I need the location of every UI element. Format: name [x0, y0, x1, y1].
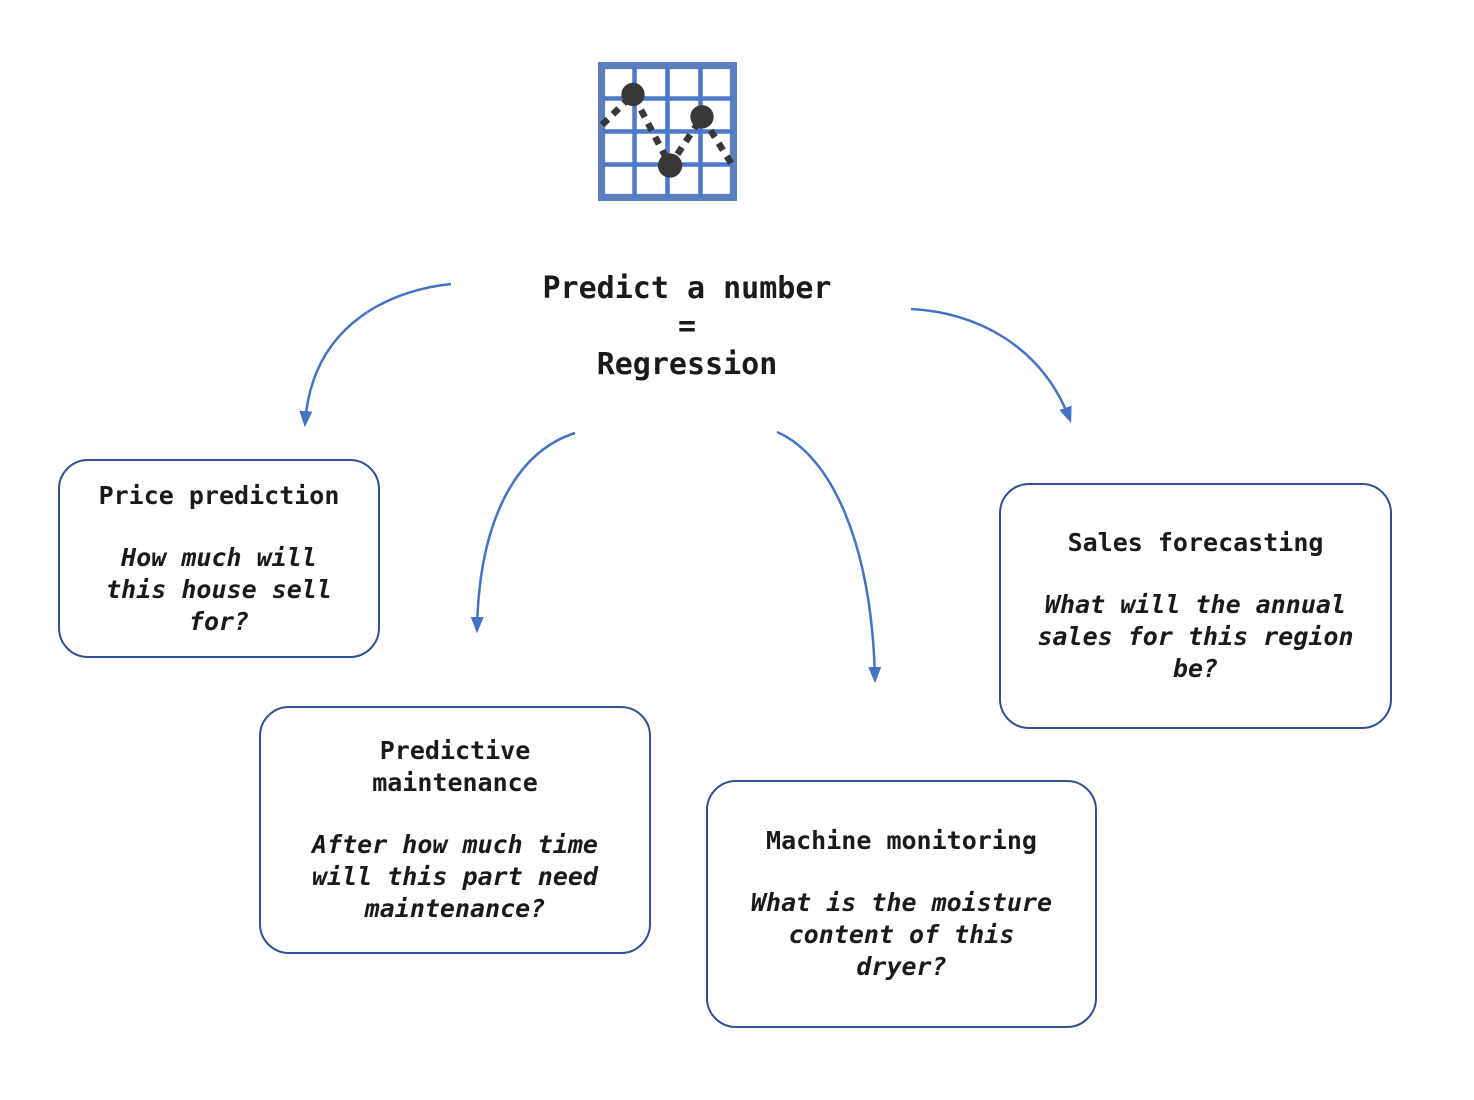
- node-sales-forecasting: Sales forecasting What will the annual s…: [999, 483, 1392, 729]
- node-predictive-maintenance: Predictive maintenance After how much ti…: [259, 706, 651, 954]
- line-chart-icon: [598, 62, 737, 201]
- arrow-to-sales-forecasting: [910, 307, 1072, 424]
- arrow-to-price-prediction: [299, 282, 452, 428]
- node-heading: Machine monitoring: [766, 826, 1037, 855]
- node-heading: Sales forecasting: [1067, 528, 1324, 557]
- node-question: What is the moisture content of this dry…: [750, 888, 1053, 981]
- node-question: How much will this house sell for?: [106, 542, 332, 636]
- node-question: After how much time will this part need …: [312, 830, 598, 923]
- diagram-title: Predict a number = Regression: [542, 271, 832, 382]
- node-question: What will the annual sales for this regi…: [1037, 590, 1354, 683]
- arrow-to-machine-monitoring: [776, 430, 882, 684]
- node-heading: Price prediction: [98, 480, 340, 510]
- arrow-to-predictive-maintenance: [470, 431, 576, 634]
- node-heading: Predictive maintenance: [372, 736, 538, 797]
- node-machine-monitoring: Machine monitoring What is the moisture …: [706, 780, 1097, 1028]
- node-price-prediction: Price prediction How much will this hous…: [58, 459, 380, 658]
